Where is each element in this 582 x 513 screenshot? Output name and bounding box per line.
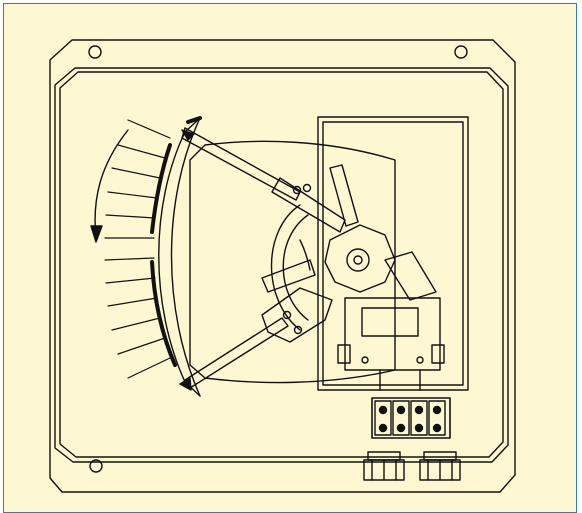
housing-inner-outline (54, 67, 509, 463)
mounting-hole-top-right (454, 45, 468, 59)
mounting-hole-top-left (88, 45, 102, 59)
scale-sector (158, 131, 186, 383)
upper-pen-arm (181, 127, 301, 201)
lower-pen-tip (179, 377, 192, 391)
pivot-icon (346, 248, 370, 272)
terminal-block (371, 397, 451, 439)
cable-gland-right (419, 451, 461, 481)
screw-icon-4 (293, 325, 303, 335)
pivot-center (353, 255, 363, 265)
screw-icon-6 (416, 356, 424, 364)
chart-window (189, 140, 396, 384)
pivot-guide (299, 239, 311, 271)
upper-pen-tip (181, 129, 195, 141)
curved-arrow-head (90, 225, 103, 243)
upper-pen-arm-shaft (271, 177, 346, 233)
lower-pen-arm (184, 317, 289, 389)
screw-icon-3 (282, 310, 292, 320)
screw-icon-2 (302, 183, 312, 193)
drive-side-tab-left (337, 344, 351, 364)
screw-icon (292, 185, 302, 195)
drive-display (361, 307, 419, 337)
cable-gland-left (363, 451, 405, 481)
pivot-arc-inner (282, 214, 309, 321)
diagram-background (3, 3, 577, 513)
drive-side-tab-right (431, 344, 445, 364)
screw-icon-5 (361, 356, 369, 364)
electronics-compartment-inner (322, 121, 464, 386)
housing-inner-outline-2 (59, 71, 504, 458)
pivot-link (261, 259, 316, 293)
drive-unit (344, 297, 441, 371)
scale-thick-band (150, 116, 202, 367)
pivot-lever-up (329, 164, 359, 227)
pivot-housing (324, 224, 396, 293)
scale-sector-outer (170, 117, 201, 397)
lower-pen-holder (261, 287, 333, 343)
housing-outline (49, 39, 516, 493)
wiring (379, 369, 421, 391)
electronics-compartment (317, 116, 469, 391)
scale-ticks (104, 119, 171, 379)
mounting-hole-bottom-left (89, 459, 103, 473)
pivot-lever-right (384, 251, 437, 301)
